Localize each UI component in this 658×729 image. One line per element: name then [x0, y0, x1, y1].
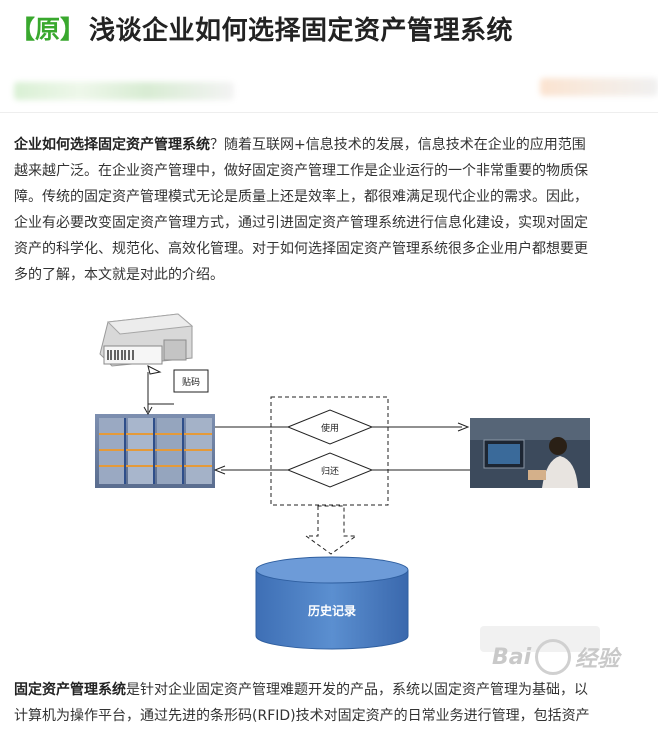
- section2-lead: 固定资产管理系统: [14, 682, 126, 698]
- paw-icon: [535, 639, 572, 675]
- use-label: 使用: [321, 422, 339, 434]
- intro-line-5: 资产的科学化、规范化、高效化管理。对于如何选择固定资产管理系统很多企业用户都想要…: [14, 241, 588, 257]
- office-user-image: [470, 418, 590, 488]
- intro-line-3: 障。传统的固定资产管理模式无论是质量上还是效率上，都很难满足现代企业的需求。因此…: [14, 189, 588, 205]
- use-decision: 使用: [286, 409, 374, 445]
- return-decision: 归还: [286, 452, 374, 488]
- warehouse-shelf-image: [95, 414, 215, 488]
- printer-label: 贴码: [182, 376, 200, 388]
- section2-line-1: 固定资产管理系统是针对企业固定资产管理难题开发的产品，系统以固定资产管理为基础，…: [14, 682, 588, 698]
- printer-label-box: 贴码: [147, 365, 209, 393]
- intro-lead: 企业如何选择固定资产管理系统: [14, 137, 210, 153]
- return-label: 归还: [321, 465, 339, 477]
- article-header: 【原】 浅谈企业如何选择固定资产管理系统: [10, 6, 513, 50]
- intro-line-2: 越来越广泛。在企业资产管理中，做好固定资产管理工作是企业运行的一个非常重要的物质…: [14, 163, 588, 179]
- dashed-down-arrow: [304, 505, 358, 555]
- asset-flow-diagram: 贴码 使用 归还 历史记录: [95, 310, 600, 652]
- printer-image: [95, 310, 195, 374]
- watermark-right: 经验: [575, 647, 620, 672]
- original-tag: 【原】: [10, 15, 86, 44]
- blurred-watermark-area: [480, 626, 600, 652]
- intro-line-1: 企业如何选择固定资产管理系统？随着互联网+信息技术的发展，信息技术在企业的应用范…: [14, 137, 586, 153]
- section2-line-2: 计算机为操作平台，通过先进的条形码(RFID)技术对固定资产的日常业务进行管理，…: [14, 708, 590, 724]
- intro-line-4: 企业有必要改变固定资产管理方式，通过引进固定资产管理系统进行信息化建设，实现对固…: [14, 215, 588, 231]
- history-database: 历史记录: [255, 556, 409, 650]
- history-label: 历史记录: [308, 603, 356, 618]
- intro-line-6: 多的了解，本文就是对此的介绍。: [14, 267, 224, 283]
- section2-paragraph: 固定资产管理系统是针对企业固定资产管理难题开发的产品，系统以固定资产管理为基础，…: [14, 677, 658, 729]
- page-title: 浅谈企业如何选择固定资产管理系统: [89, 15, 514, 46]
- watermark-left: Bai: [492, 644, 532, 670]
- baidu-watermark: Bai 经验: [492, 632, 619, 682]
- intro-paragraph: 企业如何选择固定资产管理系统？随着互联网+信息技术的发展，信息技术在企业的应用范…: [14, 132, 658, 288]
- blurred-author-info: [14, 82, 234, 100]
- blurred-meta-info: [540, 78, 658, 96]
- system-dashed-box: [270, 396, 389, 506]
- printer-connector: [147, 372, 174, 405]
- author-meta-bar: [0, 68, 658, 113]
